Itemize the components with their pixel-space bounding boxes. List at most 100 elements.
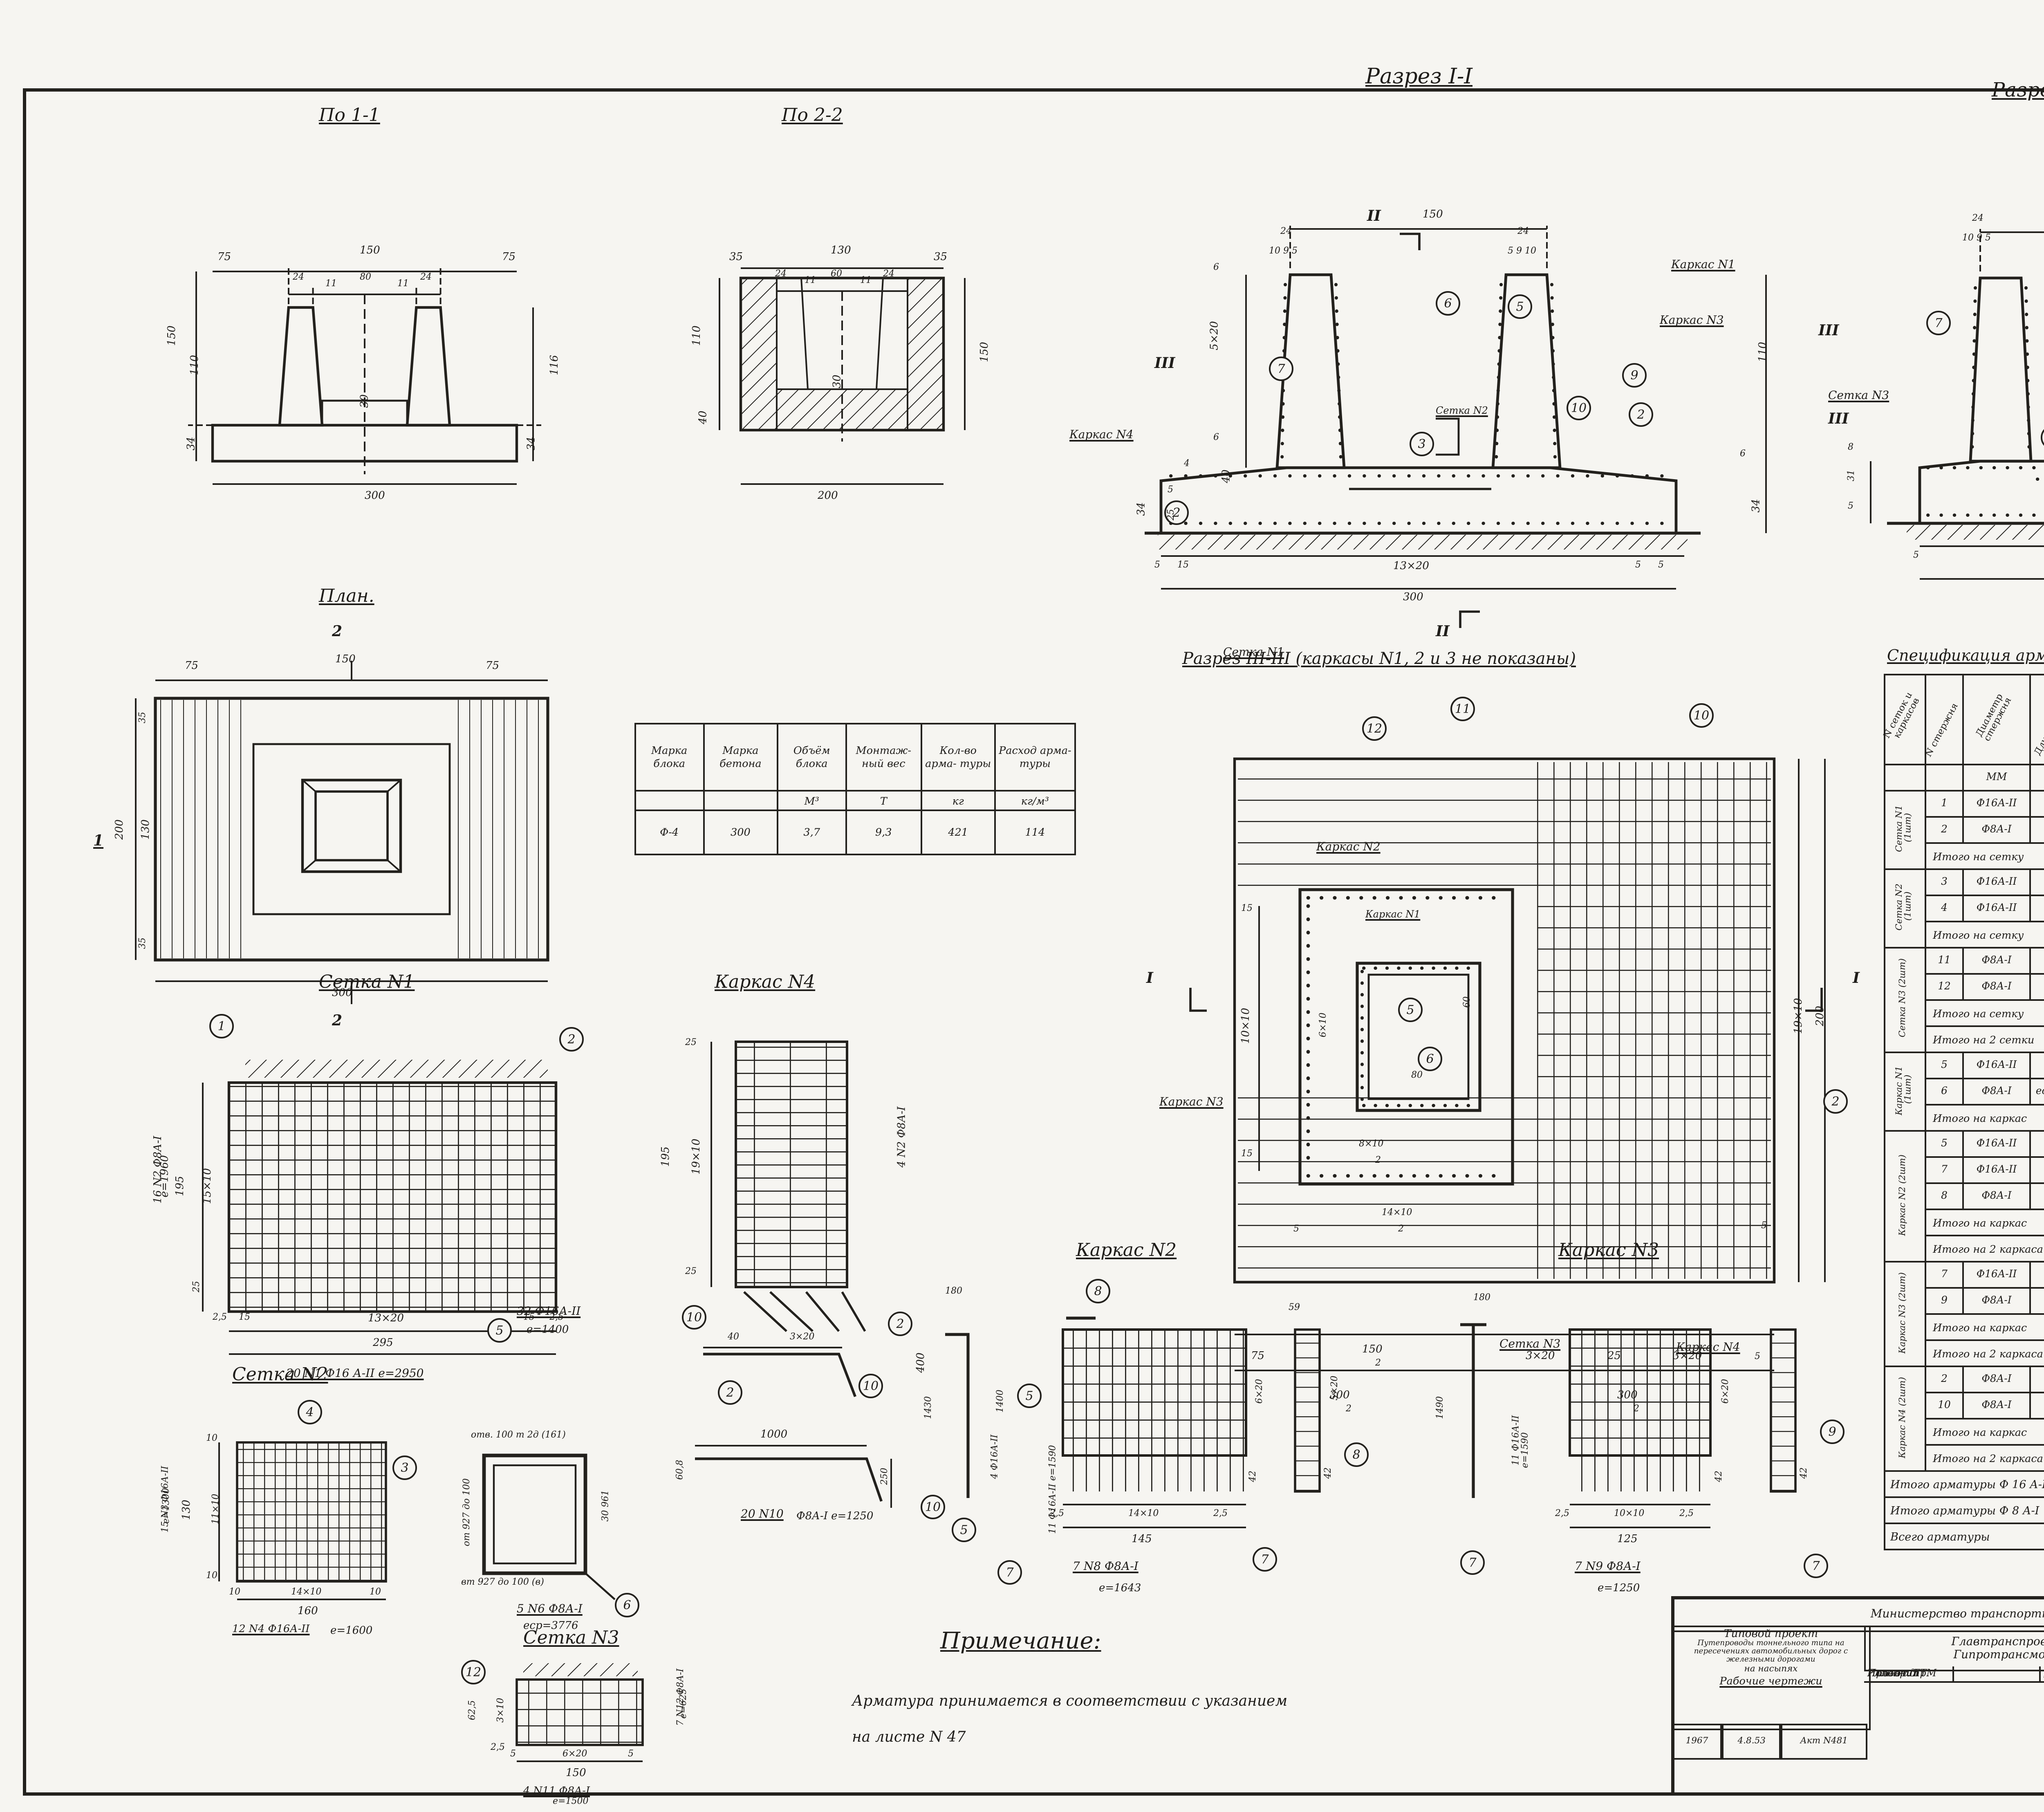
karkas-n1-bar-note: 5 32 Ф16А-II е=1400 [487,1305,643,1379]
spec-cell: 5 [1925,1052,1963,1079]
spec-cell: Итого на 2 каркаса [1925,1236,2044,1262]
spec-cell: Ф8А-I [1963,1393,2030,1419]
dim-label: 15 [1241,1151,1253,1160]
label-karkas-n1: Каркас N1 [1671,258,1735,271]
callout-2: 2 [718,1380,742,1405]
spec-cell [1925,765,1963,791]
spec-cell: ММ [1963,765,2030,791]
spec-cell: Ф16А-II [1963,1131,2030,1157]
callout-10: 10 [682,1305,706,1330]
project-desc2: на насыпях [1744,1665,1798,1675]
spec-cell: 9 [1925,1288,1963,1314]
spec-cell: 3 [1925,869,1963,895]
callout-10: 10 [1689,703,1714,728]
section-razrez-2-2: Разрез II-II III 130 24 10 9 5 24 5 9 10… [1812,65,2044,679]
dim-label: 180 [945,1289,962,1298]
label-karkas-n4: Каркас N4 [1069,428,1134,442]
project-stage: Рабочие чертежи [1719,1675,1822,1688]
spec-cell: еср=378 [2030,1079,2044,1105]
callout-7: 7 [1926,311,1951,335]
dim-label: 130 [182,1500,192,1520]
bar-label: е=1600 [330,1626,372,1636]
callout-1: 1 [209,1014,234,1038]
spec-cell: Итого на 2 сетки [1925,1026,2044,1052]
callout-5: 5 [952,1518,976,1542]
bar-label: 7 N9 Ф8А-I [1575,1560,1641,1573]
block-table-cell: кг/м³ [995,791,1075,810]
spec-cell: Ф8А-I [1963,1183,2030,1209]
stamp-role-cell: Никитина [2041,1666,2044,1683]
callout-9: 9 [1622,363,1647,388]
project-desc: Путепроводы тоннельного типа на пересече… [1673,1640,1869,1665]
dim-label: 15 [239,1315,250,1324]
note-title: Примечание: [940,1629,1101,1655]
dim-label: 110 [692,325,702,346]
spec-cell: 1 [1925,791,1963,817]
spec-cell: 159 [2030,1262,2044,1288]
callout-5: 5 [1508,294,1532,319]
stamp-role-cell: Исполнил [1864,1666,1954,1683]
block-table-cell: 114 [995,810,1075,854]
dim-label: 2 [1375,1158,1381,1167]
stamp-bottom-cell: Акт N481 [1781,1724,1867,1760]
spec-cell: 12 [1925,974,1963,1000]
ministry-text: Министерство транспортного строительства… [1871,1608,2044,1621]
dim-label: 24 [1280,229,1292,238]
dim-label: 42 [1717,1471,1726,1482]
note-text: Арматура принимается в соответствии с ук… [852,1694,1287,1711]
project-box: Типовой проект Путепроводы тоннельного т… [1671,1626,1871,1730]
dim-label: 2,5 [491,1745,505,1754]
callout-5: 5 [1398,998,1423,1022]
dim-label: 6 [1740,451,1746,460]
bar-label: е=1590 [1523,1432,1532,1468]
dim-label: 4 [1184,461,1190,470]
dim-label: 3×10 [498,1698,507,1722]
org-box: Главтранспроект Гипротрансмост [1864,1626,2044,1671]
stamp-role-row: Исполнил Никитина [1864,1666,2044,1683]
spec-cell: 8 [1925,1183,1963,1209]
spec-table-block: Спецификация арматуры на 1 блок N сеток … [1880,648,2044,1588]
dim-label: 80 [1411,1073,1423,1082]
dim-label: 150 [360,245,380,256]
spec-cell: Итого на каркас [1925,1105,2044,1131]
spec-total-row: Итого арматуры Ф 16 А-II352.3 [1885,1471,2044,1497]
dim-label: 200 [1815,1006,1826,1026]
spec-cell: Ф8А-I [1963,974,2030,1000]
dim-label: 14×10 [1382,1210,1412,1219]
org-1: Главтранспроект [1951,1635,2044,1648]
dim-label: 19×10 [1793,998,1804,1034]
bar-label: Ф8А-I е=1250 [796,1511,874,1522]
org-2: Гипротрансмост [1954,1648,2044,1662]
label-karkas-n1: Каркас N1 [1365,909,1420,921]
dim-label: 130 [831,245,851,256]
note-label: отв. 100 т 2д (161) [471,1433,566,1442]
spec-cell: 6 [1925,1079,1963,1105]
dim-label: 2,5 [1555,1511,1569,1520]
spec-cell: 125 [2030,1393,2044,1419]
callout-12: 12 [461,1660,486,1684]
dim-label: 25 [685,1040,697,1049]
dim-label: 24 [420,275,432,284]
dim-label: 6×20 [563,1751,587,1760]
dim-label: 10 9 5 [1962,235,1991,244]
section-marker: I [1146,971,1153,988]
dim-label: 34 [1751,499,1762,512]
spec-row: Сетка N1 (1шт)1Ф16А-II2952059.01.578118.… [1885,791,2044,817]
dim-label: 2,5 [1050,1511,1064,1520]
spec-cell: Ф8А-I [1963,1366,2030,1393]
callout-7: 7 [1460,1550,1485,1575]
dim-label: 300 [365,491,385,501]
label-karkas-n3: Каркас N3 [1159,1096,1224,1109]
callout-8: 8 [1344,1442,1369,1467]
bar-label: 20 N10 [741,1508,784,1521]
spec-cell: 295 [2030,791,2044,817]
spec-units-row: ММСМштМкгкг [1885,765,2044,791]
dim-label: 25 [1169,509,1178,520]
spec-cell: Ф16А-II [1963,1052,2030,1079]
dim-label: 3×20 [790,1334,814,1343]
spec-cell: 195 [2030,817,2044,843]
callout-10: 10 [1567,396,1591,420]
spec-cell: 195 [2030,1366,2044,1393]
spec-col-header: N стержня [1925,675,1963,765]
